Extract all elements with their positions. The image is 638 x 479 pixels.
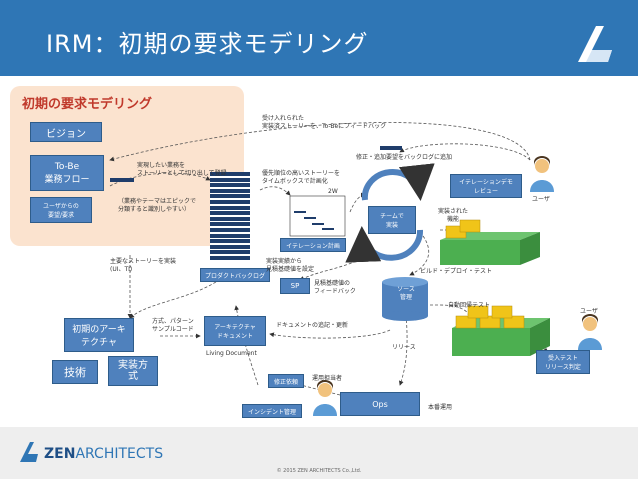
header-bar bbox=[0, 0, 638, 76]
implemented-features-cubes bbox=[440, 219, 540, 265]
velocity-arrow bbox=[299, 254, 371, 281]
doc-update-arrow bbox=[269, 329, 391, 339]
footer-brand: ZENARCHITECTS bbox=[44, 446, 164, 462]
iteration-plan-box bbox=[289, 195, 346, 237]
ops-staff-icon bbox=[313, 380, 337, 416]
backlog-item bbox=[210, 183, 250, 188]
ops-box: Ops bbox=[340, 392, 420, 416]
accepted-stories-label: 受け入れられた実装済ストーリーを、To-Beにフィードバック bbox=[262, 115, 387, 130]
team-implementation-box: チームで実装 bbox=[368, 206, 416, 234]
living-document-label: Living Document bbox=[206, 350, 257, 357]
iteration-plan-label: イテレーション計画 bbox=[280, 238, 346, 252]
technology-box: 技術 bbox=[52, 360, 98, 384]
zen-logo-icon bbox=[578, 26, 612, 62]
implementation-method-box: 実装方式 bbox=[108, 356, 158, 386]
velocity-label: 実装実績から見積基礎値を設定 bbox=[266, 258, 315, 273]
vision-box: ビジョン bbox=[30, 122, 102, 142]
user-request-box: ユーザからの要望/要求 bbox=[30, 197, 92, 223]
doc-update-label: ドキュメントの追記・更新 bbox=[276, 322, 349, 329]
two-week-label: 2W bbox=[328, 188, 338, 195]
user-icon-top bbox=[530, 156, 554, 192]
ops-staff-label: 運用担当者 bbox=[312, 375, 343, 382]
fix-add-label: 修正・追加要望をバックログに追加 bbox=[356, 154, 453, 161]
fix-add-arrow bbox=[399, 143, 531, 161]
user-top-label: ユーザ bbox=[532, 196, 550, 203]
team-cycle-icon bbox=[345, 163, 435, 263]
zen-footer-logo-icon bbox=[20, 442, 38, 462]
business-story-label: 実現したい業務をストーリーとして切り出して登録 bbox=[137, 162, 227, 177]
release-label: リリース bbox=[392, 344, 416, 351]
footer-bar bbox=[0, 427, 638, 479]
priority-label: 優先順位の高いストーリーをタイムボックスで計画化 bbox=[262, 170, 341, 185]
method-pattern-label: 方式、パターンサンプルコード bbox=[152, 318, 194, 333]
sp-box: SP bbox=[280, 278, 310, 294]
initial-architecture-box: 初期のアーキテクチャ bbox=[64, 318, 134, 352]
main-stories-arrow bbox=[129, 269, 233, 319]
user-icon-right bbox=[578, 314, 602, 350]
epic-note-label: （業務やテーマはエピックで分類すると識別しやすい） bbox=[118, 198, 197, 213]
estimate-feedback-label: 見積基礎値のフィードバック bbox=[314, 280, 356, 295]
source-repo-cylinder bbox=[382, 277, 428, 321]
backlog-item bbox=[210, 211, 250, 216]
backlog-item bbox=[210, 188, 250, 193]
section-title: 初期の要求モデリング bbox=[22, 97, 153, 112]
backlog-item bbox=[210, 216, 250, 221]
backlog-item bbox=[210, 172, 250, 176]
incident-management-box: インシデント管理 bbox=[242, 404, 302, 418]
iteration-demo-box: イテレーションデモレビュー bbox=[450, 174, 522, 198]
implemented-features-label: 実装された機能 bbox=[438, 208, 469, 223]
backlog-item bbox=[210, 250, 250, 255]
backlog-item bbox=[210, 228, 250, 232]
backlog-item bbox=[210, 233, 250, 238]
source-management-label: ソース管理 bbox=[397, 286, 415, 301]
backlog-item bbox=[210, 194, 250, 199]
backlog-item bbox=[210, 200, 250, 204]
acceptance-test-box: 受入テストリリース判定 bbox=[536, 350, 590, 374]
backlog-item bbox=[210, 177, 250, 182]
user-right-label: ユーザ bbox=[580, 308, 598, 315]
build-deploy-test-label: ビルド・デプロイ・テスト bbox=[420, 268, 493, 275]
production-label: 本番運用 bbox=[428, 404, 453, 411]
backlog-item bbox=[210, 222, 250, 227]
main-stories-label: 主要なストーリーを実装(UI、TI) bbox=[110, 258, 177, 273]
backlog-item bbox=[210, 239, 250, 244]
fix-request-box: 修正依頼 bbox=[268, 374, 304, 388]
plan-arrow bbox=[259, 186, 291, 196]
backlog-item bbox=[210, 205, 250, 210]
backlog-item bbox=[210, 244, 250, 249]
copyright: © 2015 ZEN ARCHITECTS Co.,Ltd. bbox=[276, 468, 362, 474]
auto-regression-label: 自動回帰テスト bbox=[448, 302, 491, 309]
product-backlog bbox=[210, 172, 250, 264]
regression-test-cubes bbox=[452, 305, 550, 356]
page-title: IRM：初期の要求モデリング bbox=[46, 30, 369, 58]
product-backlog-label: プロダクトバックログ bbox=[200, 268, 270, 282]
architecture-doc-box: アーキテクチャドキュメント bbox=[204, 316, 266, 346]
backlog-item bbox=[210, 256, 250, 260]
